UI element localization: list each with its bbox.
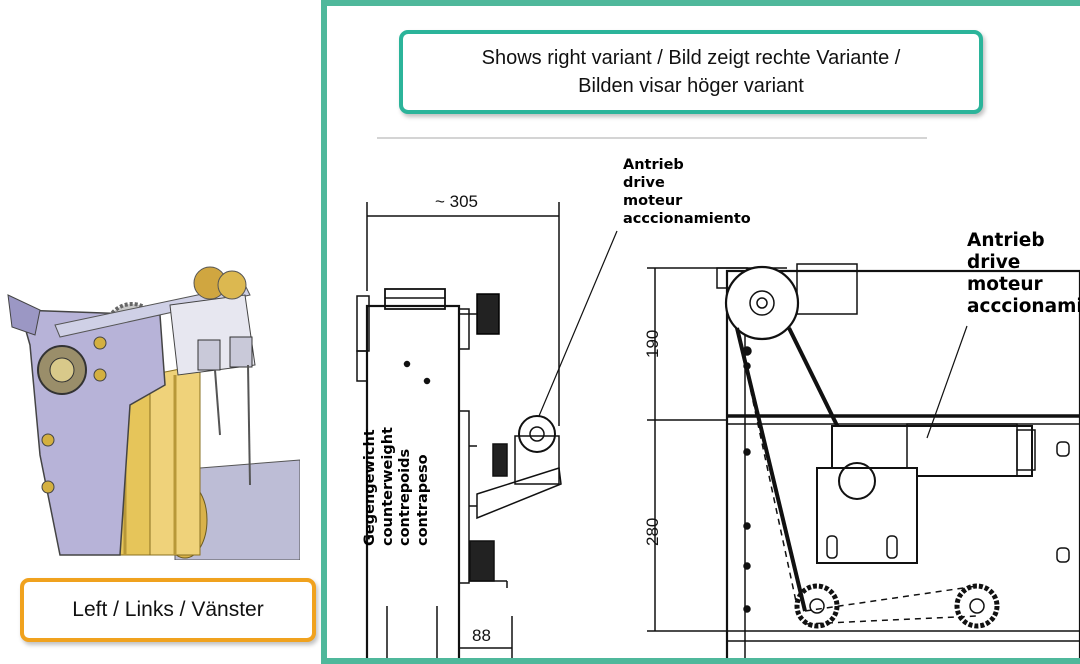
drive-callout-large: Antrieb drive moteur acccionamiento — [967, 230, 1080, 318]
counterweight-line: contrepoids — [397, 448, 413, 546]
edge-mark — [1056, 441, 1070, 457]
gearbox — [816, 467, 918, 564]
switch — [229, 336, 253, 368]
hole — [742, 346, 752, 356]
hole — [423, 377, 431, 385]
technical-drawing — [356, 137, 1080, 658]
counterweight-line: contrapeso — [414, 454, 431, 546]
counterweight-line: counterweight — [379, 427, 396, 546]
callout-line: drive — [623, 175, 665, 191]
counterweight-line: Gegengewicht — [362, 429, 378, 546]
variant-note-line1: Shows right variant / Bild zeigt rechte … — [481, 47, 901, 69]
bearing-inner — [49, 357, 75, 383]
front-frame — [725, 269, 1080, 658]
motor-cap — [1016, 429, 1036, 471]
roller — [518, 415, 556, 453]
drive-pulley — [724, 265, 800, 341]
callout-line: Antrieb — [623, 157, 684, 173]
variant-note-line2: Bilden visar höger variant — [578, 75, 804, 97]
callout-line: acccionamiento — [623, 211, 751, 227]
variant-note: Shows right variant / Bild zeigt rechte … — [399, 30, 983, 114]
bolt — [93, 368, 107, 382]
rope — [214, 369, 221, 436]
small-knob — [492, 443, 508, 477]
belt-dashed — [738, 335, 798, 607]
left-variant-label: Left / Links / Vänster — [20, 578, 316, 642]
callout-line: moteur — [623, 193, 683, 209]
hole — [743, 522, 751, 530]
knob — [476, 293, 500, 335]
edge-mark — [1056, 547, 1070, 563]
callout-line: drive — [967, 252, 1021, 273]
left-step — [356, 350, 368, 382]
drive-callout-small: Antrieb drive moteur acccionamiento — [623, 156, 751, 228]
slot — [886, 535, 898, 559]
dimension-190: 190 — [643, 329, 662, 358]
lower-gear — [469, 540, 495, 582]
slot — [826, 535, 838, 559]
dimension-88: 88 — [472, 626, 491, 645]
bolt — [41, 480, 55, 494]
leader-line-large — [926, 325, 968, 439]
drive-pulley-axle — [756, 297, 768, 309]
dimension-280: 280 — [643, 517, 662, 546]
top-block — [384, 288, 446, 310]
sprocket-hub — [969, 598, 985, 614]
rope — [247, 364, 251, 486]
right-variant-panel: Shows right variant / Bild zeigt rechte … — [321, 0, 1080, 664]
pulley — [217, 270, 247, 300]
sprocket-hub — [809, 598, 825, 614]
callout-line: Antrieb — [967, 230, 1045, 251]
left-variant-render — [7, 266, 300, 560]
dimension-305: ~ 305 — [435, 192, 479, 211]
hole — [743, 362, 751, 370]
bracket-tab — [7, 294, 41, 336]
hole — [743, 605, 751, 613]
leader-line — [538, 230, 618, 417]
roller-arm — [476, 467, 562, 520]
hole — [403, 360, 411, 368]
counterweight-label: Gegengewicht counterweight contrepoids c… — [362, 346, 442, 546]
right-clamp — [458, 308, 470, 350]
hole — [743, 448, 751, 456]
roller-bracket — [514, 435, 560, 485]
callout-line: moteur — [967, 274, 1043, 295]
bolt — [41, 433, 55, 447]
hole — [743, 562, 751, 570]
left-variant-text: Left / Links / Vänster — [72, 598, 264, 621]
top-bracket — [796, 263, 858, 315]
belt — [735, 327, 807, 612]
sprocket — [954, 583, 1000, 629]
sprocket — [794, 583, 840, 629]
shaft — [54, 284, 251, 338]
belt-dashed — [804, 585, 978, 612]
bolt — [93, 336, 107, 350]
belt-dashed — [804, 615, 978, 625]
callout-line: acccionamiento — [967, 296, 1080, 317]
roller-hub — [529, 426, 545, 442]
switch — [197, 339, 221, 371]
side-plate — [458, 410, 470, 584]
drive-pulley-hub — [749, 290, 775, 316]
gearbox-shaft — [838, 462, 876, 500]
